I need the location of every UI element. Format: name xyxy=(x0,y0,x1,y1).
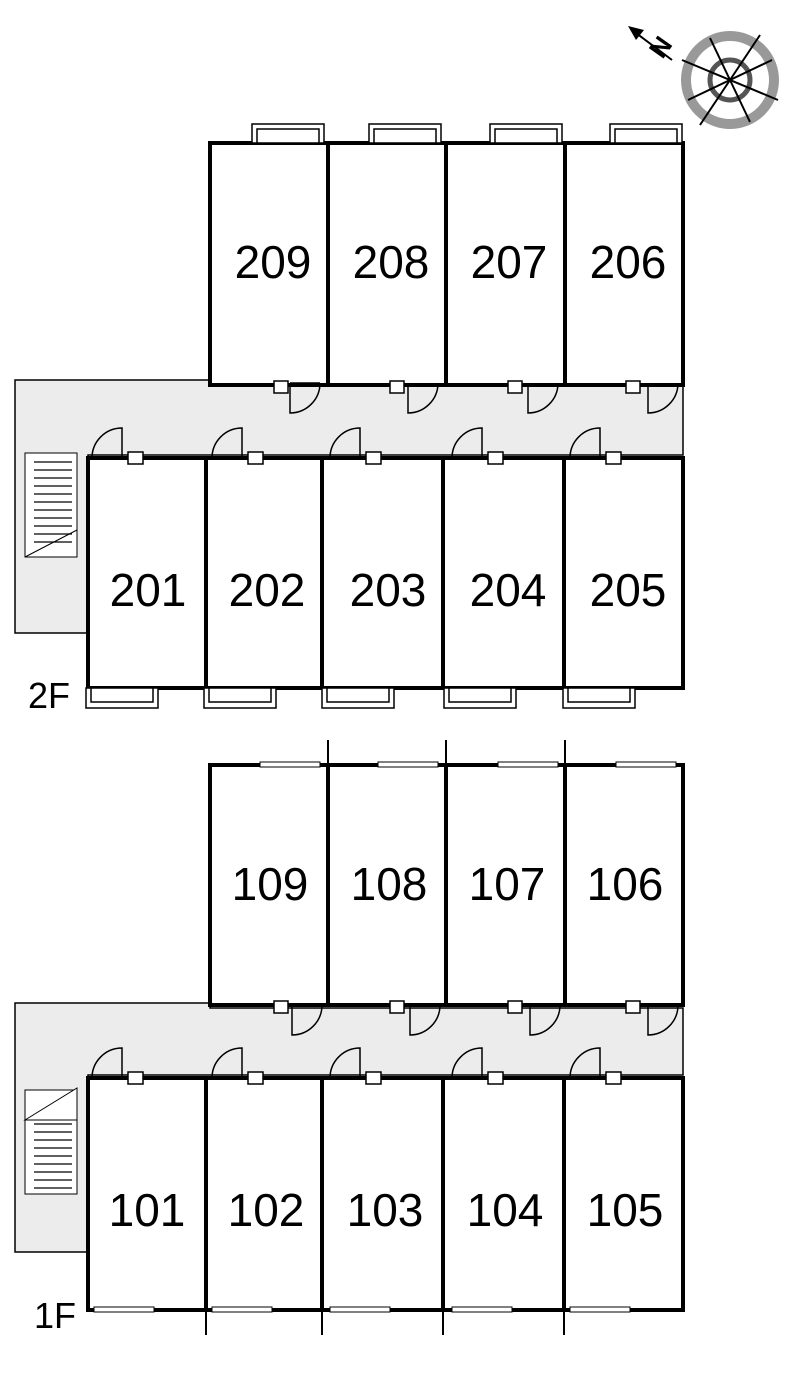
unit-205: 205 xyxy=(562,456,685,690)
back-doors-1f xyxy=(273,1000,679,1036)
unit-105: 105 xyxy=(562,1076,685,1312)
unit-209: 209 xyxy=(208,141,330,387)
balconies-2f-front xyxy=(85,687,636,709)
unit-number: 108 xyxy=(351,858,428,910)
unit-101: 101 xyxy=(86,1076,208,1312)
balconies-2f-back xyxy=(251,123,683,144)
unit-number: 202 xyxy=(229,564,306,616)
unit-number: 109 xyxy=(232,858,309,910)
unit-number: 204 xyxy=(470,564,547,616)
unit-103: 103 xyxy=(320,1076,445,1312)
unit-104: 104 xyxy=(441,1076,566,1312)
unit-109: 109 xyxy=(208,763,330,1007)
compass-rose-icon: N xyxy=(628,26,779,129)
unit-number: 105 xyxy=(587,1184,664,1236)
unit-206: 206 xyxy=(563,141,685,387)
unit-number: 103 xyxy=(347,1184,424,1236)
staircase xyxy=(23,1087,78,1195)
unit-number: 104 xyxy=(467,1184,544,1236)
unit-number: 107 xyxy=(469,858,546,910)
unit-102: 102 xyxy=(204,1076,324,1312)
floor-2f: 209 208 207 206 xyxy=(14,123,685,716)
back-doors-2f xyxy=(273,380,679,414)
unit-number: 102 xyxy=(228,1184,305,1236)
unit-number: 203 xyxy=(350,564,427,616)
compass-north-letter: N xyxy=(643,31,678,64)
windows-1f-front xyxy=(93,1306,631,1313)
unit-number: 207 xyxy=(471,236,548,288)
unit-number: 201 xyxy=(110,564,187,616)
unit-203: 203 xyxy=(320,456,445,690)
unit-number: 106 xyxy=(587,858,664,910)
front-doors-1f xyxy=(91,1047,622,1085)
unit-201: 201 xyxy=(86,456,208,690)
unit-number: 205 xyxy=(590,564,667,616)
front-doors-2f xyxy=(91,427,622,465)
floor-1f: 109 108 107 106 101 xyxy=(14,740,685,1336)
wall-extensions xyxy=(205,740,566,1335)
unit-107: 107 xyxy=(444,763,567,1007)
unit-207: 207 xyxy=(444,141,567,387)
unit-106: 106 xyxy=(563,763,685,1007)
unit-108: 108 xyxy=(326,763,448,1007)
windows-1f-back xyxy=(259,761,677,768)
unit-204: 204 xyxy=(441,456,566,690)
unit-number: 206 xyxy=(590,236,667,288)
floor-label: 1F xyxy=(34,1295,76,1336)
unit-208: 208 xyxy=(326,141,448,387)
staircase xyxy=(24,452,78,558)
floor-label: 2F xyxy=(28,675,70,716)
unit-number: 208 xyxy=(353,236,430,288)
unit-202: 202 xyxy=(204,456,324,690)
unit-number: 101 xyxy=(109,1184,186,1236)
unit-number: 209 xyxy=(235,236,312,288)
